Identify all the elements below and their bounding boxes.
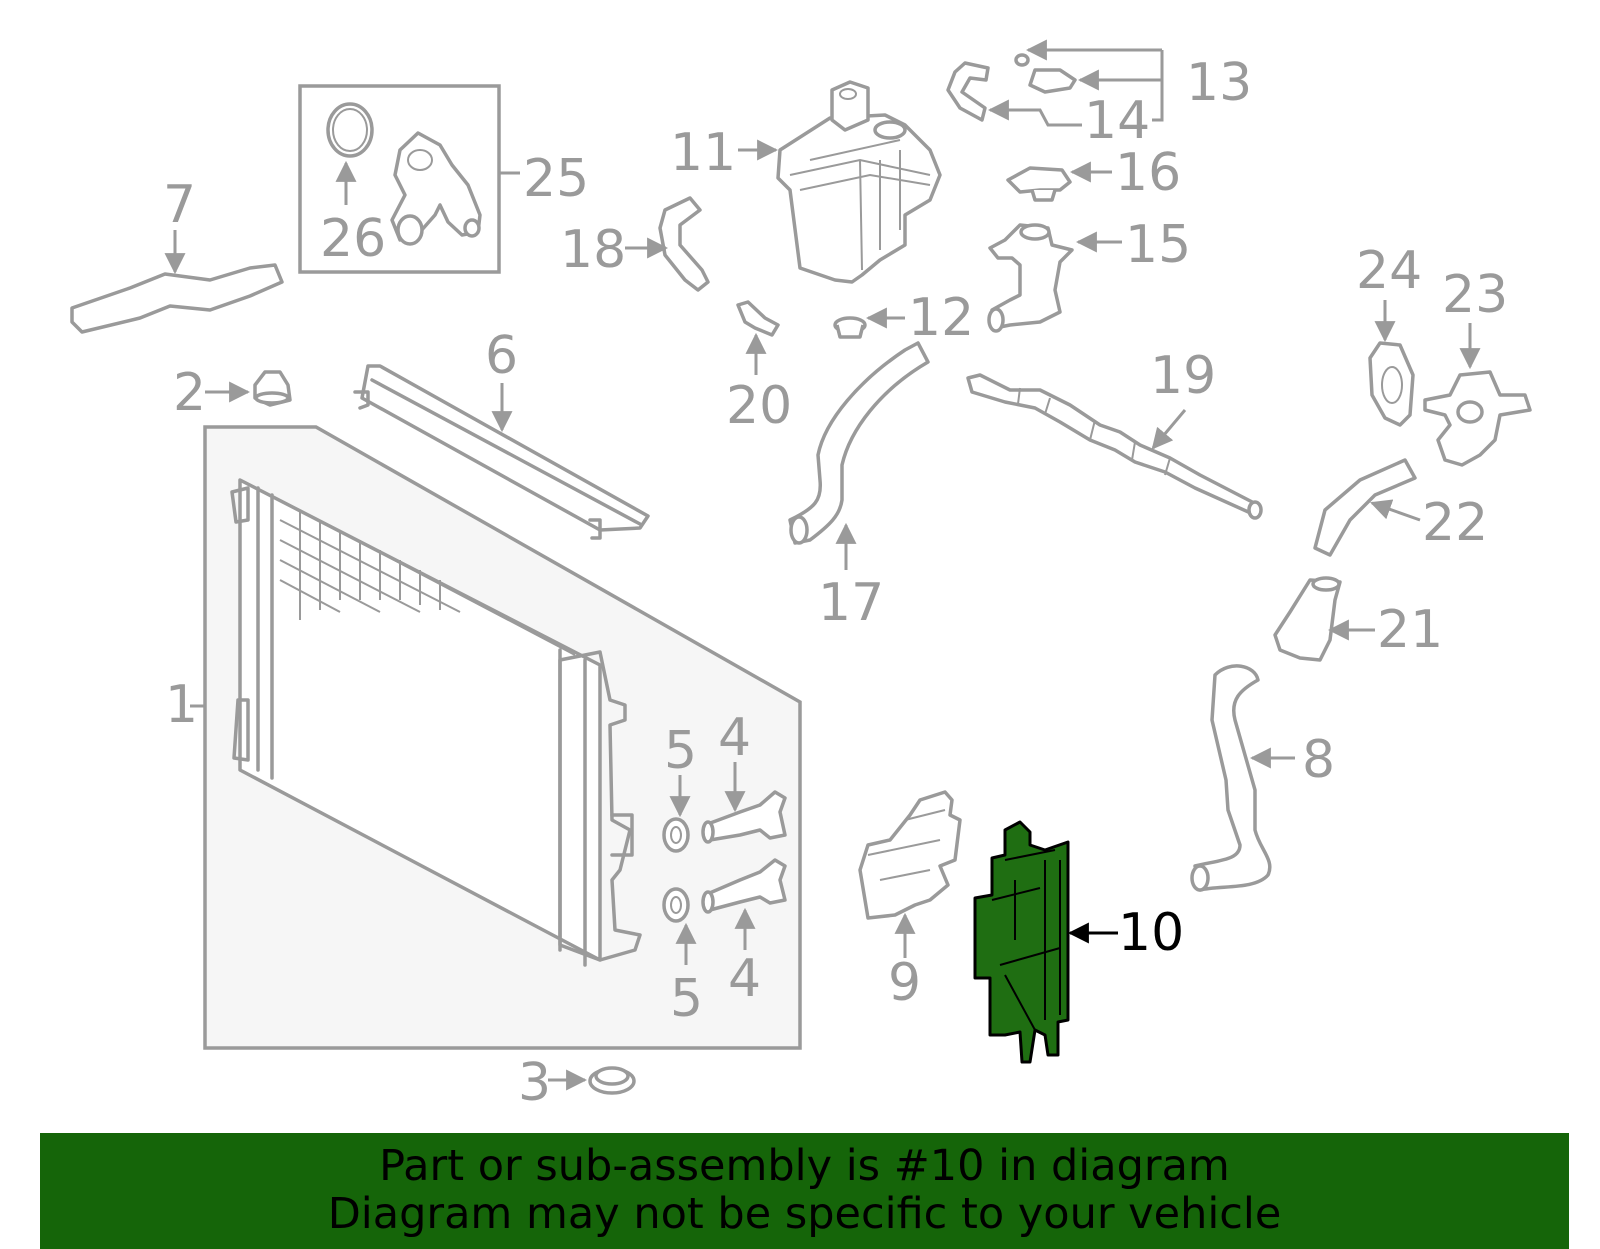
hose-7[interactable] <box>70 263 284 334</box>
label-14: 14 <box>1084 91 1150 151</box>
grommet-3[interactable] <box>588 1066 636 1095</box>
connector-4-lower[interactable] <box>701 858 787 914</box>
label-19: 19 <box>1150 346 1216 406</box>
notice-disclaimer: Diagram may not be specific to your vehi… <box>327 1189 1282 1239</box>
hose-17[interactable] <box>788 341 930 545</box>
washer-5-upper[interactable] <box>662 817 690 853</box>
thermostat-box-25[interactable] <box>298 84 501 274</box>
label-23: 23 <box>1442 265 1508 325</box>
notice-part-number: Part or sub-assembly is #10 in diagram <box>379 1141 1230 1191</box>
gasket-ring-26[interactable] <box>326 102 374 158</box>
support-bar-6[interactable] <box>353 364 650 540</box>
clip-2[interactable] <box>253 370 292 407</box>
water-inlet-23[interactable] <box>1423 370 1532 467</box>
label-4-lower: 4 <box>728 949 761 1009</box>
label-9: 9 <box>888 953 921 1013</box>
label-24: 24 <box>1356 241 1422 301</box>
label-12: 12 <box>908 288 974 348</box>
label-5-upper: 5 <box>664 721 697 781</box>
label-7: 7 <box>163 175 196 235</box>
connector-4-upper[interactable] <box>701 790 787 844</box>
air-guide-10-highlighted[interactable] <box>973 820 1070 1064</box>
label-25: 25 <box>523 149 589 209</box>
label-8: 8 <box>1302 730 1335 790</box>
label-3: 3 <box>518 1053 551 1113</box>
label-5-lower: 5 <box>670 969 703 1029</box>
cap-16[interactable] <box>1006 166 1072 202</box>
label-17: 17 <box>818 573 884 633</box>
water-outlet-15[interactable] <box>987 223 1074 333</box>
fitting-21[interactable] <box>1273 576 1342 662</box>
label-22: 22 <box>1422 493 1488 553</box>
hose-8[interactable] <box>1190 664 1272 892</box>
label-13: 13 <box>1186 53 1252 113</box>
radiator-assembly[interactable] <box>203 425 802 1050</box>
hose-22[interactable] <box>1313 458 1417 557</box>
hose-13-14[interactable] <box>946 53 1077 122</box>
label-2: 2 <box>173 363 206 423</box>
label-21: 21 <box>1377 600 1443 660</box>
sensor-20[interactable] <box>736 300 780 337</box>
label-11: 11 <box>670 123 736 183</box>
label-26: 26 <box>320 209 386 269</box>
bracket-9[interactable] <box>858 790 962 920</box>
parts-diagram: 1 2 3 4 4 5 5 6 7 8 9 10 11 12 13 14 15 … <box>70 39 1532 1113</box>
label-16: 16 <box>1115 143 1181 203</box>
label-10-highlighted: 10 <box>1118 903 1184 963</box>
label-20: 20 <box>726 376 792 436</box>
label-4-upper: 4 <box>718 708 751 768</box>
label-6: 6 <box>485 326 518 386</box>
hose-19[interactable] <box>966 373 1263 520</box>
hose-18[interactable] <box>658 196 710 292</box>
label-15: 15 <box>1125 215 1191 275</box>
grommet-12[interactable] <box>833 316 867 339</box>
reservoir-tank-11[interactable] <box>776 80 942 284</box>
notice-banner: Part or sub-assembly is #10 in diagram D… <box>40 1133 1569 1249</box>
label-18: 18 <box>560 220 626 280</box>
gasket-24[interactable] <box>1368 341 1415 427</box>
washer-5-lower[interactable] <box>662 887 690 923</box>
